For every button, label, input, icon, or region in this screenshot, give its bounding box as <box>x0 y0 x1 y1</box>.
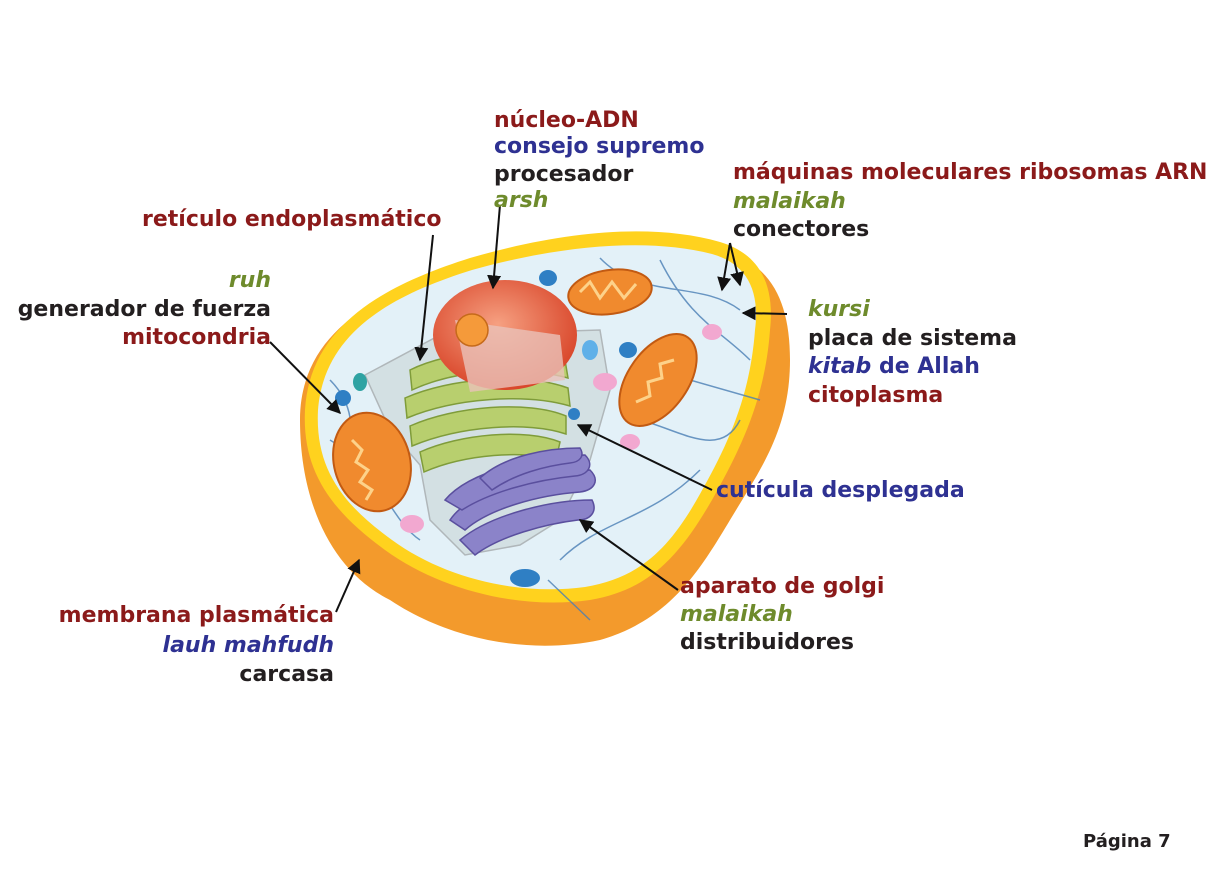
label-kitab-de-allah: kitab de Allah <box>808 354 980 380</box>
label-generador-de-fuerza: generador de fuerza <box>17 297 271 322</box>
label-membrana-plasmatica: membrana plasmática <box>58 603 334 628</box>
pointer-arrows <box>269 204 788 613</box>
label-ruh: ruh <box>228 268 271 293</box>
label-distribuidores: distribuidores <box>680 630 854 655</box>
label-procesador: procesador <box>494 162 634 187</box>
label-ribosomas: máquinas moleculares ribosomas ARN <box>733 160 1208 185</box>
label-cuticula-desplegada: cutícula desplegada <box>716 478 965 503</box>
label-kursi: kursi <box>808 297 870 322</box>
label-aparato-de-golgi: aparato de golgi <box>680 574 885 599</box>
label-de-allah: de Allah <box>871 354 980 379</box>
label-reticulo-endoplasmatico: retículo endoplasmático <box>142 207 442 232</box>
label-carcasa: carcasa <box>239 662 334 687</box>
label-consejo-supremo: consejo supremo <box>494 134 705 159</box>
nucleolus <box>455 313 489 347</box>
label-mitocondria: mitocondria <box>122 325 271 350</box>
label-placa-de-sistema: placa de sistema <box>808 326 1017 351</box>
label-nucleo-adn: núcleo-ADN <box>494 108 639 133</box>
label-citoplasma: citoplasma <box>808 383 944 408</box>
page-number: Página 7 <box>1083 831 1171 852</box>
label-arsh: arsh <box>494 188 549 213</box>
label-malaikah-ribosomas: malaikah <box>733 189 846 214</box>
mitochondria <box>332 268 698 513</box>
golgi-apparatus <box>443 447 596 556</box>
label-conectores: conectores <box>733 217 870 242</box>
vesicles <box>335 270 722 587</box>
label-malaikah-golgi: malaikah <box>680 602 793 627</box>
label-lauh-mahfudh: lauh mahfudh <box>162 633 334 658</box>
label-kitab: kitab <box>808 354 872 379</box>
